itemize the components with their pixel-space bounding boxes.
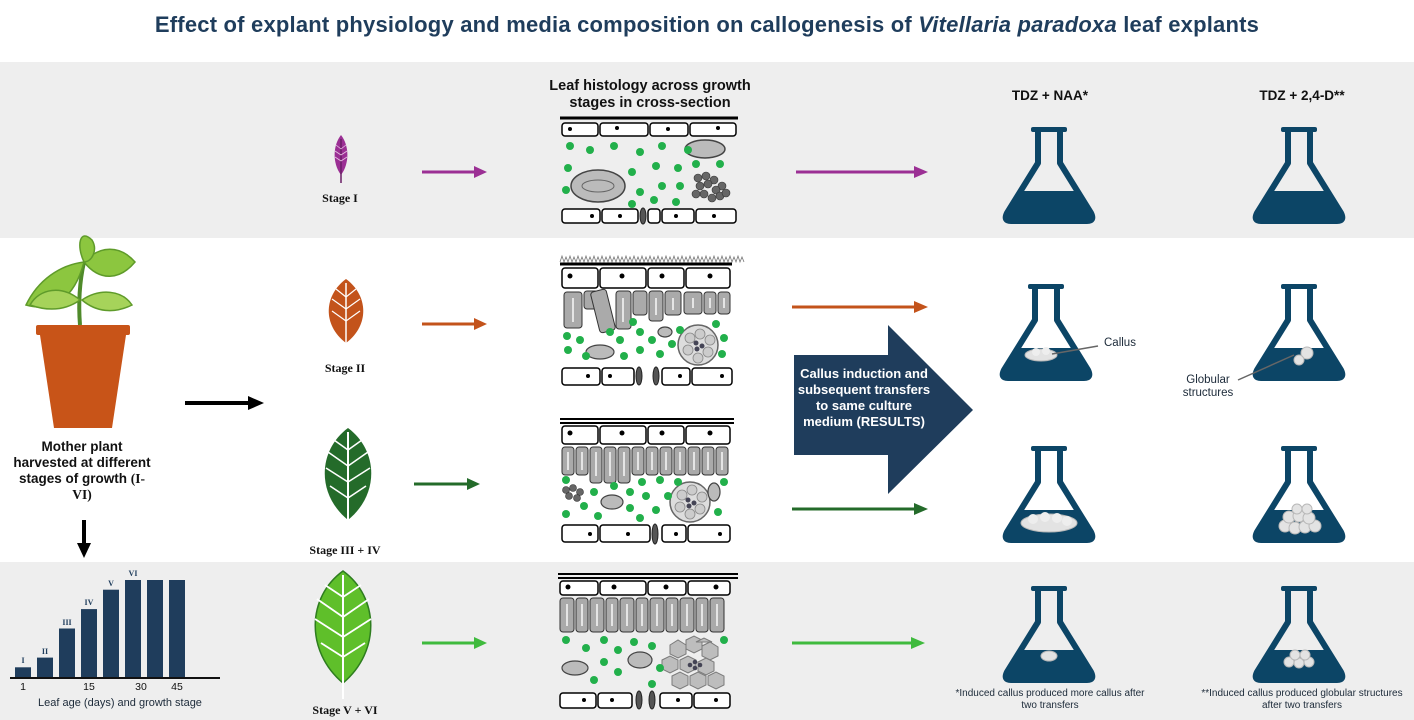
histology-header: Leaf histology across growth stages in c… bbox=[549, 78, 751, 111]
page-title: Effect of explant physiology and media c… bbox=[154, 12, 1260, 37]
chart-bar bbox=[15, 667, 31, 677]
big-arrow-label: Callus induction and subsequent transfer… bbox=[797, 366, 931, 429]
chart-bar bbox=[169, 580, 185, 677]
mother-plant-illustration bbox=[24, 235, 136, 428]
stage-5-arrow bbox=[422, 637, 487, 649]
result-arrow-stage-2 bbox=[792, 301, 928, 313]
globular-callout-line bbox=[1237, 354, 1295, 381]
histology-stage-2 bbox=[559, 254, 745, 386]
chart-bar-label: VI bbox=[128, 569, 138, 578]
chart-bar bbox=[81, 609, 97, 677]
chart-bar bbox=[147, 580, 163, 677]
stage-3-arrow bbox=[414, 478, 480, 490]
result-arrow-stage-1 bbox=[796, 166, 928, 178]
stage-label-2: Stage II bbox=[324, 361, 366, 375]
chart-bar-label: IV bbox=[84, 598, 94, 608]
callus-callout: Callus bbox=[1104, 337, 1136, 349]
flask-naa-stage-5 bbox=[1006, 586, 1093, 680]
chart-x-label: Leaf age (days) and growth stage bbox=[38, 697, 202, 709]
stage-1-leaf bbox=[334, 135, 348, 183]
mother-arrow-down bbox=[77, 520, 91, 558]
chart-bar bbox=[103, 589, 119, 677]
mother-arrow-right bbox=[185, 396, 264, 410]
flask-24d-stage-2 bbox=[1256, 284, 1343, 378]
histology-stage-5 bbox=[558, 573, 738, 710]
chart-bar-label: V bbox=[108, 578, 114, 588]
title-species: Vitellaria paradoxa bbox=[918, 12, 1117, 37]
footnote-naa: *Induced callus produced more callus aft… bbox=[955, 688, 1145, 711]
chart-bar-label: III bbox=[62, 617, 72, 627]
stage-5-leaf bbox=[314, 570, 372, 699]
stage-3-leaf bbox=[324, 428, 372, 538]
mother-plant-label: Mother plant harvested at different stag… bbox=[13, 439, 151, 502]
chart-bar bbox=[125, 580, 141, 677]
histology-stage-3 bbox=[560, 418, 734, 545]
histology-stage-1 bbox=[560, 116, 738, 225]
chart-bar-label: I bbox=[21, 656, 25, 666]
chart-x-tick: 1 bbox=[20, 681, 26, 693]
medium-label-naa: TDZ + NAA* bbox=[1011, 88, 1089, 103]
result-arrow-stage-3 bbox=[792, 503, 928, 515]
callus-callout-line bbox=[1051, 345, 1099, 355]
leaf-age-chart bbox=[10, 580, 220, 679]
chart-x-tick: 45 bbox=[171, 681, 183, 693]
flask-24d-stage-3 bbox=[1256, 446, 1343, 540]
stage-2-leaf bbox=[328, 279, 364, 355]
big-results-arrow bbox=[794, 325, 973, 494]
result-arrow-stage-5 bbox=[792, 637, 925, 649]
globular-callout: Globular structures bbox=[1182, 374, 1234, 399]
stage-1-arrow bbox=[422, 166, 487, 178]
stage-label-5: Stage V + VI bbox=[312, 703, 378, 717]
chart-bar bbox=[37, 657, 53, 677]
stage-label-1: Stage I bbox=[322, 191, 358, 205]
pot-rim bbox=[36, 325, 130, 335]
stage-label-3: Stage III + IV bbox=[309, 543, 381, 557]
flask-24d-stage-5 bbox=[1256, 586, 1343, 680]
flask-naa-stage-2 bbox=[1003, 284, 1090, 378]
flask-naa-stage-3 bbox=[1006, 446, 1093, 540]
medium-label-24d: TDZ + 2,4-D** bbox=[1259, 88, 1345, 103]
stage-2-arrow bbox=[422, 318, 487, 330]
chart-x-tick: 30 bbox=[135, 681, 147, 693]
chart-bar-label: II bbox=[41, 646, 49, 656]
footnote-24d: **Induced callus produced globular struc… bbox=[1201, 688, 1403, 711]
pot bbox=[40, 335, 126, 428]
chart-x-tick: 15 bbox=[83, 681, 95, 693]
chart-bar bbox=[59, 628, 75, 677]
